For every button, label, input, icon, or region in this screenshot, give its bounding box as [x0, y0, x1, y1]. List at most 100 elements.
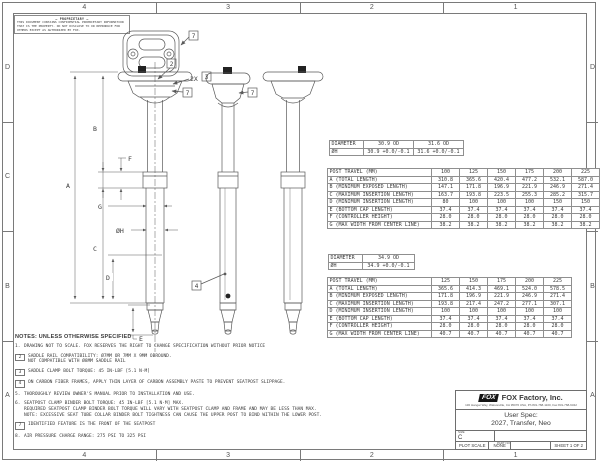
data-cell: 171.8: [431, 292, 460, 301]
note-flag-marker: 2: [15, 353, 25, 362]
note-text: SEATPOST CLAMP BINDER BOLT TORQUE: 45 IN…: [24, 401, 323, 418]
data-cell: 246.9: [515, 292, 544, 301]
data-cell: 193.8: [431, 299, 460, 308]
size-part-row: SIZE C PART NO.: [456, 430, 586, 445]
data-cell: 38.2: [487, 220, 516, 229]
company-name: FOX Factory, Inc.: [501, 393, 563, 402]
balloon-7-mid-head: 7: [251, 90, 255, 97]
data-cell: 477.2: [515, 175, 544, 184]
data-cell: 193.8: [459, 190, 488, 199]
header-cell: 225: [543, 277, 572, 286]
drawing-title-line1: User Spec:: [504, 411, 538, 419]
data-cell: 38.2: [571, 220, 600, 229]
title-block-company-row: FOX FOX Factory, Inc. 130 Hangar Way, Wa…: [456, 391, 586, 410]
data-cell: 30.9 OD: [363, 140, 414, 149]
data-cell: G (MAX WIDTH FROM CENTER LINE): [327, 329, 432, 338]
data-cell: B (MINIMUM EXPOSED LENGTH): [327, 183, 432, 192]
dimension-lines: [70, 71, 178, 340]
data-cell: 100: [515, 198, 544, 207]
seatpost-side-view: [205, 67, 251, 335]
data-cell: 28.0: [543, 322, 572, 331]
note-item: 1.DRAWING NOT TO SCALE. FOX RESERVES THE…: [15, 344, 327, 350]
data-cell: 28.0: [515, 322, 544, 331]
data-cell: 34.9 +0.0/-0.1: [362, 261, 415, 270]
data-cell: 28.0: [487, 213, 516, 222]
seatpost-front-view: [117, 62, 193, 352]
zone-row: D: [2, 13, 13, 123]
vent-port: [225, 293, 231, 299]
clamp-bolt-head: [138, 66, 146, 73]
clamp-bolt-head: [223, 67, 232, 74]
data-cell: 365.6: [431, 284, 460, 293]
data-cell: 255.3: [515, 190, 544, 199]
data-cell: 37.4: [487, 314, 516, 323]
data-cell: 40.7: [459, 329, 488, 338]
note-item: 8.AIR PRESSURE CHARGE RANGE: 275 PSI TO …: [15, 434, 327, 440]
balloon-7-front-head: 7: [186, 90, 190, 97]
data-cell: 246.9: [543, 183, 572, 192]
dim-label-e: E: [139, 335, 143, 343]
data-cell: 37.4: [459, 314, 488, 323]
data-cell: E (BOTTOM CAP LENGTH): [327, 205, 432, 214]
data-cell: 30.9 +0.0/-0.1: [363, 147, 414, 156]
zone-row: B: [2, 232, 13, 342]
note-item: 6.SEATPOST CLAMP BINDER BOLT TORQUE: 45 …: [15, 401, 327, 418]
plot-scale-label: PLOT SCALE: [459, 443, 486, 448]
data-cell: 271.4: [571, 183, 600, 192]
zone-col: 1: [513, 4, 518, 11]
data-cell: A (TOTAL LENGTH): [327, 175, 432, 184]
dim-label-g: G: [98, 203, 102, 211]
data-cell: 28.0: [459, 213, 488, 222]
data-cell: 38.2: [459, 220, 488, 229]
data-cell: 38.2: [431, 220, 460, 229]
data-cell: 578.5: [543, 284, 572, 293]
zone-col: 4: [13, 2, 157, 13]
data-cell: 40.7: [487, 329, 516, 338]
data-cell: E (BOTTOM CAP LENGTH): [327, 314, 432, 323]
proprietary-body: THIS DOCUMENT CONTAINS CONFIDENTIAL PROP…: [17, 20, 124, 32]
data-cell: 420.4: [487, 175, 516, 184]
data-cell: 171.8: [459, 183, 488, 192]
note-text: IDENTIFIED FEATURE IS THE FRONT OF THE S…: [28, 422, 156, 428]
header-cell: 200: [515, 277, 544, 286]
data-cell: 100: [459, 198, 488, 207]
plot-scale-value: NONE: [488, 442, 511, 449]
data-cell: 365.6: [459, 175, 488, 184]
dim-label-d: D: [106, 274, 110, 282]
zone-row: A: [5, 392, 10, 400]
header-cell: 200: [543, 168, 572, 177]
header-cell: 175: [515, 168, 544, 177]
data-cell: ØH: [329, 147, 364, 156]
data-cell: F (CONTROLLER HEIGHT): [327, 322, 432, 331]
dim-label-b: B: [93, 125, 97, 133]
zone-strip-bottom: 4 3 2 1: [13, 450, 587, 461]
data-cell: 28.0: [515, 213, 544, 222]
zone-col: 2: [301, 2, 445, 13]
data-cell: 37.4: [543, 205, 572, 214]
data-cell: 34.9 OD: [362, 254, 415, 263]
fox-logo: FOX: [478, 393, 500, 402]
data-cell: 221.9: [487, 292, 516, 301]
note-text: AIR PRESSURE CHARGE RANGE: 275 PSI TO 32…: [24, 433, 146, 439]
note-text: THOROUGHLY REVIEW OWNER'S MANUAL PRIOR T…: [24, 391, 195, 397]
drawing-title-line2: 2027, Transfer, Neo: [491, 420, 551, 427]
balloon-2-saddle-clamp: 2: [170, 61, 174, 68]
data-cell: 37.4: [571, 205, 600, 214]
data-cell: 40.7: [543, 329, 572, 338]
plot-scale-row: PLOT SCALE NONE SHEET 1 OF 2: [456, 442, 586, 449]
